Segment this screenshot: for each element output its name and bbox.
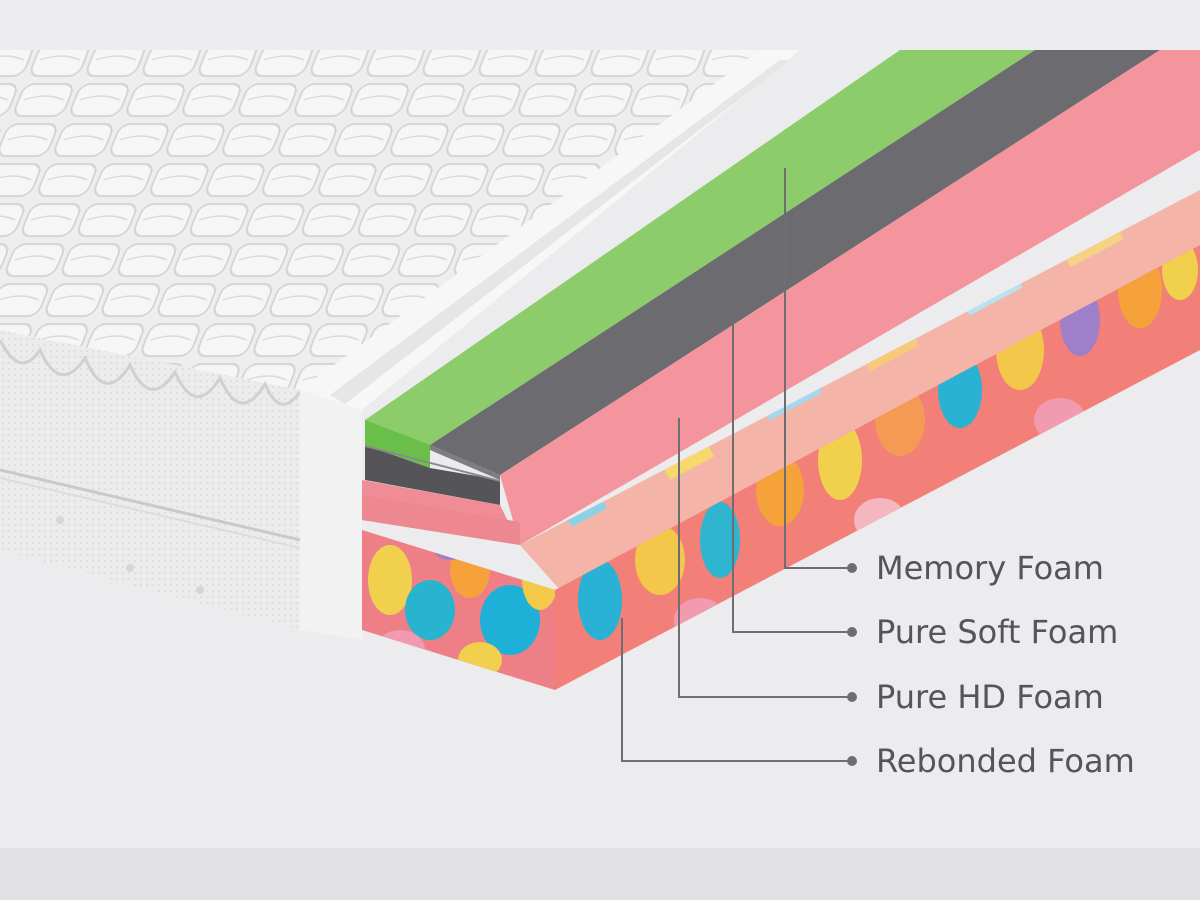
soft-foam-layer — [365, 50, 1160, 505]
memory-foam-layer — [365, 50, 1035, 468]
leader-dot-memory — [847, 563, 857, 573]
label-pure-hd-foam: Pure HD Foam — [876, 678, 1104, 716]
leader-dot-hd — [847, 692, 857, 702]
leader-line-rebonded — [621, 618, 852, 762]
leader-dot-rebonded — [847, 756, 857, 766]
bottom-strip — [0, 848, 1200, 900]
leader-dot-soft — [847, 627, 857, 637]
cover-fabric-edge — [300, 50, 800, 640]
label-rebonded-foam: Rebonded Foam — [876, 742, 1135, 780]
leader-line-memory — [784, 168, 852, 569]
label-pure-soft-foam: Pure Soft Foam — [876, 613, 1118, 651]
label-memory-foam: Memory Foam — [876, 549, 1104, 587]
leader-lines — [621, 168, 852, 762]
zipper-line — [0, 468, 301, 542]
leader-line-hd — [678, 418, 852, 698]
leader-line-soft — [732, 292, 852, 633]
hd-foam-layer — [362, 50, 1200, 545]
quilted-cover — [0, 50, 760, 630]
